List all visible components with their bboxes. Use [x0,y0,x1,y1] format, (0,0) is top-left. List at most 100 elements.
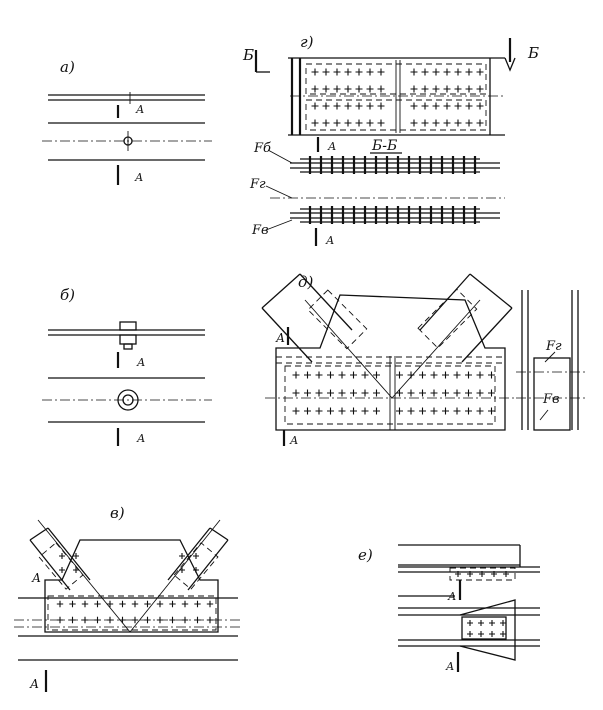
bolt-mark [430,389,438,397]
bolt-mark [396,371,403,379]
bolt-mark [377,102,385,110]
force-fb-top-label: Fб [253,141,271,156]
bolt-mark [432,85,440,93]
bolt-mark [419,371,426,379]
bolt-mark [430,407,438,415]
section-b-left-label: Б [242,46,254,64]
bolt-mark [432,68,440,76]
bolt-mark [350,407,357,415]
bolt-mark [454,102,462,110]
bolt-mark [156,600,164,608]
bolts-g-plan [311,68,484,127]
bolt-mark [465,68,473,76]
bolt-mark [181,616,189,624]
bolt-mark [327,407,334,415]
panel-g-section-a-bottom: А [325,234,334,247]
bolt-mark [396,389,403,397]
bolt-mark [453,407,461,415]
panel-g-section-a: А [327,140,336,153]
panel-b-label: б) [60,286,75,304]
bolt-mark [315,407,323,415]
bolt-mark [327,371,334,379]
bolt-mark [432,102,440,110]
bolt-mark [373,389,380,397]
bolt-mark [344,102,352,110]
panel-e-section-bottom: А [445,660,454,673]
panel-b: б) А А [42,286,212,446]
bolts-e-top [455,571,509,577]
bolt-mark [491,571,497,577]
bolt-mark [327,389,334,397]
bolt-mark [311,119,319,127]
bolt-mark [144,600,151,608]
bolt-mark [377,119,385,127]
bolt-mark [131,616,139,624]
bolt-mark [311,85,319,93]
bolt-mark [443,102,451,110]
bolt-mark [476,119,484,127]
force-fv-side-label: Fв [542,392,560,407]
panel-e-section-top: А [447,590,456,603]
panel-a-section-top: А [135,103,144,116]
bolt-mark [442,407,449,415]
panel-d-section-top: А [275,331,285,345]
panel-g-label: г) [300,33,314,51]
section-bb-label: Б-Б [371,138,397,154]
bolt-mark [407,371,415,379]
bolt-mark [131,600,139,608]
bolt-mark [410,68,418,76]
bolt-mark [407,389,415,397]
panel-b-section-bottom: А [136,432,145,445]
bolt-mark [322,119,330,127]
bolt-mark [56,600,64,608]
bolt-mark [292,407,300,415]
panel-v-section-bottom: А [29,677,39,691]
panel-v-section-top: А [31,571,41,585]
bolt-mark [476,102,484,110]
bolt-mark [355,85,363,93]
bolt-mark [181,600,189,608]
bolt-mark [333,68,341,76]
bolt-mark [421,68,429,76]
force-fv-bot-label: Fв [251,223,269,238]
bolt-mark [453,371,461,379]
bolt-mark [467,571,473,577]
bolt-mark [455,571,461,577]
bolts-e-bottom [467,620,506,637]
bolt-mark [503,571,509,577]
bolt-mark [465,407,472,415]
bolt-mark [479,571,485,577]
bolts-v-gusset [56,553,214,624]
bolt-mark [59,553,65,559]
bolt-mark [454,119,462,127]
bolt-mark [410,85,418,93]
panel-d: д) А А Fг Fв [261,273,588,447]
bolt-mark [500,620,506,626]
force-fg-mid-label: Fг [249,177,266,192]
bolts-d-gusset [292,371,495,415]
bolt-mark [81,616,89,624]
section-b-right-label: Б [527,44,539,62]
bolt-mark [442,389,449,397]
bolt-mark [322,68,330,76]
panel-a: а) А А [42,58,212,185]
bolt-mark [169,616,176,624]
bolt-mark [465,102,473,110]
bolt-mark [179,567,185,573]
bolt-mark [476,371,484,379]
bolt-mark [442,371,449,379]
bolt-mark [304,389,311,397]
bolt-mark [338,407,346,415]
bolt-mark [432,119,440,127]
bolt-mark [467,620,473,626]
bolt-mark [361,371,369,379]
bolt-mark [206,616,214,624]
bolt-mark [476,407,484,415]
bolt-mark [361,407,369,415]
bolt-mark [322,102,330,110]
bolt-mark [476,68,484,76]
bolt-mark [465,119,473,127]
bolt-mark [421,102,429,110]
bolt-mark [361,389,369,397]
